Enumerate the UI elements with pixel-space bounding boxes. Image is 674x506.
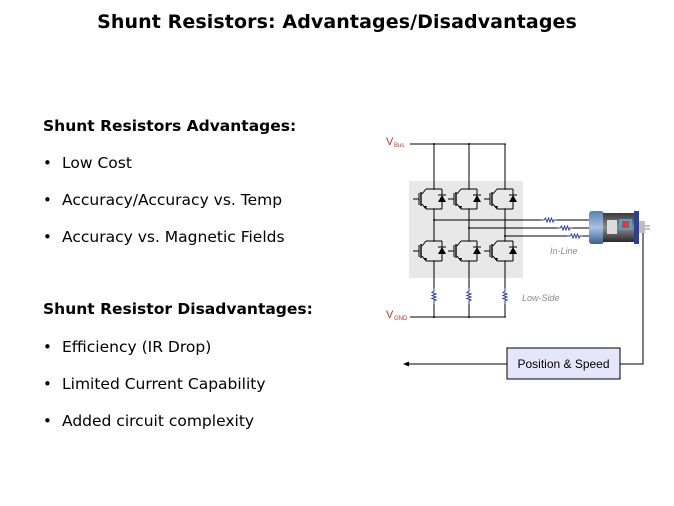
bullet-icon: • [43,338,52,356]
inline-label: In-Line [550,246,578,256]
disadvantage-item: • Efficiency (IR Drop) [43,337,266,374]
svg-text:Bus: Bus [394,143,404,149]
shunt-resistor-icon [431,287,437,305]
slide-title: Shunt Resistors: Advantages/Disadvantage… [97,11,577,33]
phase-leg-a [412,144,447,317]
inline-resistor-icon [566,233,584,239]
disadvantage-text: Limited Current Capability [62,375,266,393]
inverter-module-background [409,181,523,278]
disadvantage-text: Efficiency (IR Drop) [62,338,212,356]
position-speed-label: Position & Speed [517,357,609,371]
advantage-item: • Accuracy vs. Magnetic Fields [43,227,285,264]
phase-leg-c [483,144,518,317]
vbus-label: V Bus [386,136,404,149]
disadvantage-text: Added circuit complexity [62,412,255,430]
advantage-text: Low Cost [62,154,132,172]
inline-resistor-icon [540,217,558,223]
disadvantage-item: • Added circuit complexity [43,411,266,448]
advantage-item: • Accuracy/Accuracy vs. Temp [43,190,285,227]
feedback-line [620,233,644,365]
disadvantage-item: • Limited Current Capability [43,374,266,411]
svg-text:V: V [386,309,394,321]
vgnd-label: V GND [386,309,408,322]
bullet-icon: • [43,154,52,172]
advantages-heading: Shunt Resistors Advantages: [43,117,297,135]
phase-leg-b [447,144,482,317]
bullet-icon: • [43,412,52,430]
advantage-item: • Low Cost [43,153,285,190]
arrow-head-icon [403,361,409,367]
advantage-text: Accuracy vs. Magnetic Fields [62,228,285,246]
bullet-icon: • [43,191,52,209]
phase-outputs [433,217,590,239]
advantages-list: • Low Cost • Accuracy/Accuracy vs. Temp • A… [43,153,285,264]
bullet-icon: • [43,228,52,246]
shunt-resistor-icon [466,287,472,305]
motor-icon [589,211,650,244]
shunt-resistor-icon [502,287,508,305]
inline-resistor-icon [556,225,574,231]
disadvantages-list: • Efficiency (IR Drop) • Limited Current C… [43,337,266,448]
svg-text:V: V [386,136,394,148]
lowside-label: Low-Side [522,293,560,303]
disadvantages-heading: Shunt Resistor Disadvantages: [43,300,313,318]
advantage-text: Accuracy/Accuracy vs. Temp [62,191,283,209]
bullet-icon: • [43,375,52,393]
svg-text:GND: GND [394,316,408,322]
